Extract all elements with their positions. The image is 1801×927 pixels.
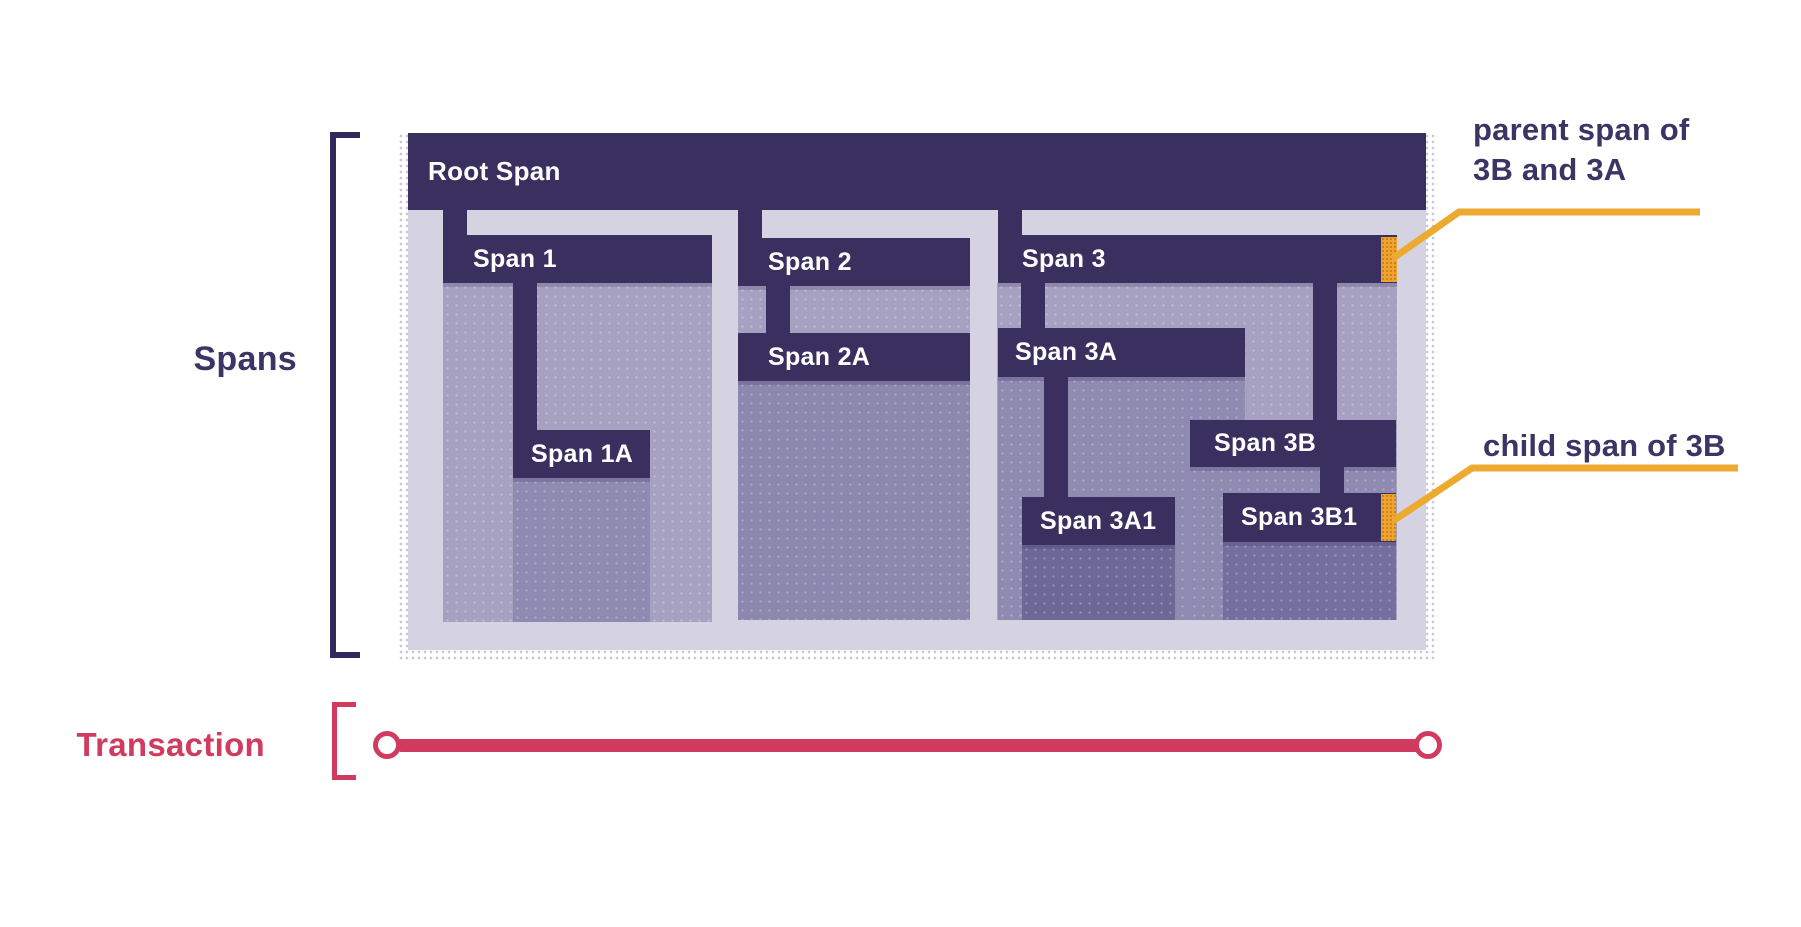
span-bar-2a: Span 2A (738, 333, 970, 381)
span-bar-3a-label: Span 3A (1015, 338, 1118, 366)
parent-annotation-leader-line (1389, 208, 1700, 262)
span-bar-3a1-label: Span 3A1 (1040, 506, 1157, 535)
span-bar-2-label: Span 2 (768, 247, 852, 276)
span-1a-duration-fill (513, 478, 650, 622)
connector-span3-to-span3a (1021, 283, 1045, 328)
span-bar-3b1: Span 3B1 (1223, 493, 1396, 542)
span-bar-1a: Span 1A (513, 430, 650, 478)
transaction-start-point (373, 731, 401, 759)
span-bar-3-label: Span 3 (1022, 244, 1106, 273)
span-bar-1a-label: Span 1A (531, 439, 634, 468)
span-bar-3b1-label: Span 3B1 (1241, 503, 1358, 531)
parent-span-annotation: parent span of 3B and 3A (1473, 110, 1689, 190)
connector-span3a-to-span3a1 (1044, 377, 1068, 497)
spans-container: Root Span Span 1 Span 1A Span 2 Span 2A … (408, 133, 1426, 650)
span-3b1-duration-fill (1223, 542, 1396, 620)
span-bar-1: Span 1 (443, 235, 712, 283)
parent-span-annotation-line2: 3B and 3A (1473, 152, 1627, 187)
connector-root-to-span3 (998, 209, 1022, 237)
connector-span3-to-span3b (1313, 283, 1337, 420)
span-2a-duration-fill (738, 381, 970, 620)
span-bar-3: Span 3 (998, 235, 1397, 283)
span-3a1-duration-fill (1022, 545, 1175, 620)
connector-root-to-span1 (443, 209, 467, 236)
child-span-marker (1381, 494, 1396, 541)
child-annotation-leader-line (1391, 464, 1738, 524)
parent-span-marker (1381, 237, 1397, 282)
connector-span1-to-span1a (513, 283, 537, 431)
span-bar-root-label: Root Span (428, 156, 561, 186)
spans-bracket (330, 132, 360, 658)
span-bar-2: Span 2 (738, 238, 970, 286)
span-bar-3a1: Span 3A1 (1022, 497, 1175, 545)
connector-span3b-to-span3b1 (1320, 467, 1344, 493)
span-bar-3a: Span 3A (998, 328, 1245, 377)
span-bar-3b: Span 3B (1190, 420, 1396, 467)
span-bar-1-label: Span 1 (473, 244, 557, 273)
parent-span-annotation-line1: parent span of (1473, 112, 1690, 147)
span-bar-2a-label: Span 2A (768, 342, 871, 371)
transaction-end-point (1414, 731, 1442, 759)
span-bar-root: Root Span (408, 133, 1426, 210)
spans-section-label: Spans (193, 340, 297, 378)
transaction-timeline (399, 739, 1417, 752)
connector-root-to-span2 (738, 209, 762, 239)
span-bar-3b-label: Span 3B (1214, 429, 1317, 457)
connector-span2-to-span2a (766, 286, 790, 334)
transaction-bracket (332, 702, 356, 780)
child-span-annotation-line1: child span of 3B (1483, 428, 1726, 463)
transaction-section-label: Transaction (76, 726, 265, 763)
child-span-annotation: child span of 3B (1483, 426, 1726, 466)
